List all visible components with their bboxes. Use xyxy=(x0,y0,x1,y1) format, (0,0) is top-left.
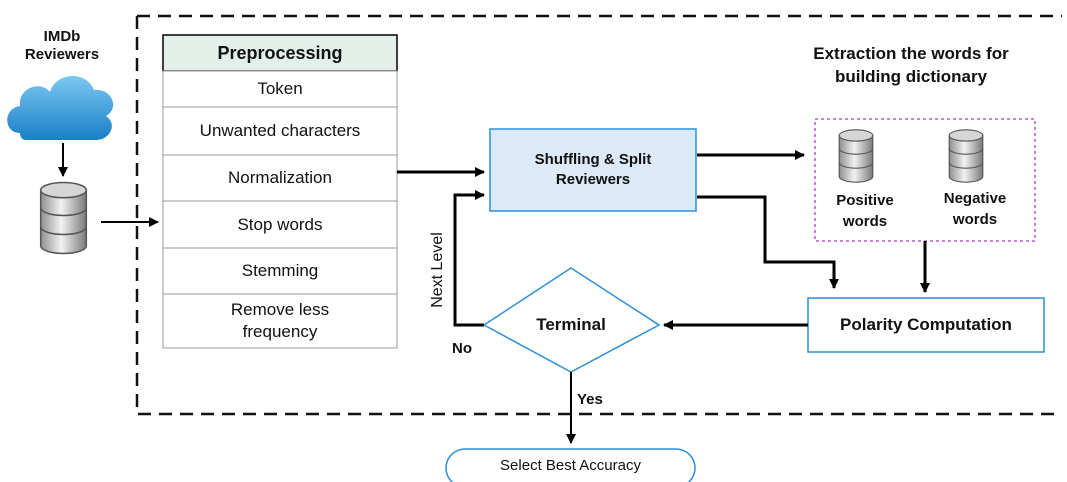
arrow-terminal-to-shuffle xyxy=(453,190,485,327)
polarity-label: Polarity Computation xyxy=(840,315,1012,334)
preprocessing-header: Preprocessing xyxy=(217,43,343,63)
shuffle-label: Shuffling & Split Reviewers xyxy=(534,151,652,188)
source-title: IMDb Reviewers xyxy=(24,28,100,63)
positive-words-label: Positive words xyxy=(836,192,894,230)
step-normalization: Normalization xyxy=(228,168,332,187)
next-level-label: Next Level xyxy=(429,232,446,308)
positive-db-icon xyxy=(838,129,874,183)
yes-label: Yes xyxy=(577,391,603,408)
terminal-diamond xyxy=(482,267,661,373)
step-stop-words: Stop words xyxy=(237,214,323,234)
dictionary-title: Extraction the words for building dictio… xyxy=(813,44,1009,86)
preprocessing-row-dividers xyxy=(163,106,397,295)
negative-db-icon xyxy=(948,129,984,183)
step-unwanted-characters: Unwanted characters xyxy=(199,121,361,140)
result-box xyxy=(445,448,696,482)
shuffle-box xyxy=(489,128,697,212)
database-icon xyxy=(39,181,88,255)
cloud-icon xyxy=(7,75,114,140)
dashed-frame xyxy=(135,14,1062,416)
result-label: Select Best Accuracy xyxy=(500,457,641,474)
preprocessing-table xyxy=(162,70,398,349)
step-token: Token xyxy=(257,79,303,98)
arrow-shuffle-to-polarity xyxy=(697,195,839,289)
step-stemming: Stemming xyxy=(241,261,319,280)
no-label: No xyxy=(452,340,472,357)
terminal-label: Terminal xyxy=(536,315,606,334)
preprocessing-header-box xyxy=(162,34,398,72)
polarity-box xyxy=(807,297,1045,353)
negative-words-label: Negative words xyxy=(943,190,1007,228)
step-remove-less-frequency: Remove less frequency xyxy=(230,300,330,341)
